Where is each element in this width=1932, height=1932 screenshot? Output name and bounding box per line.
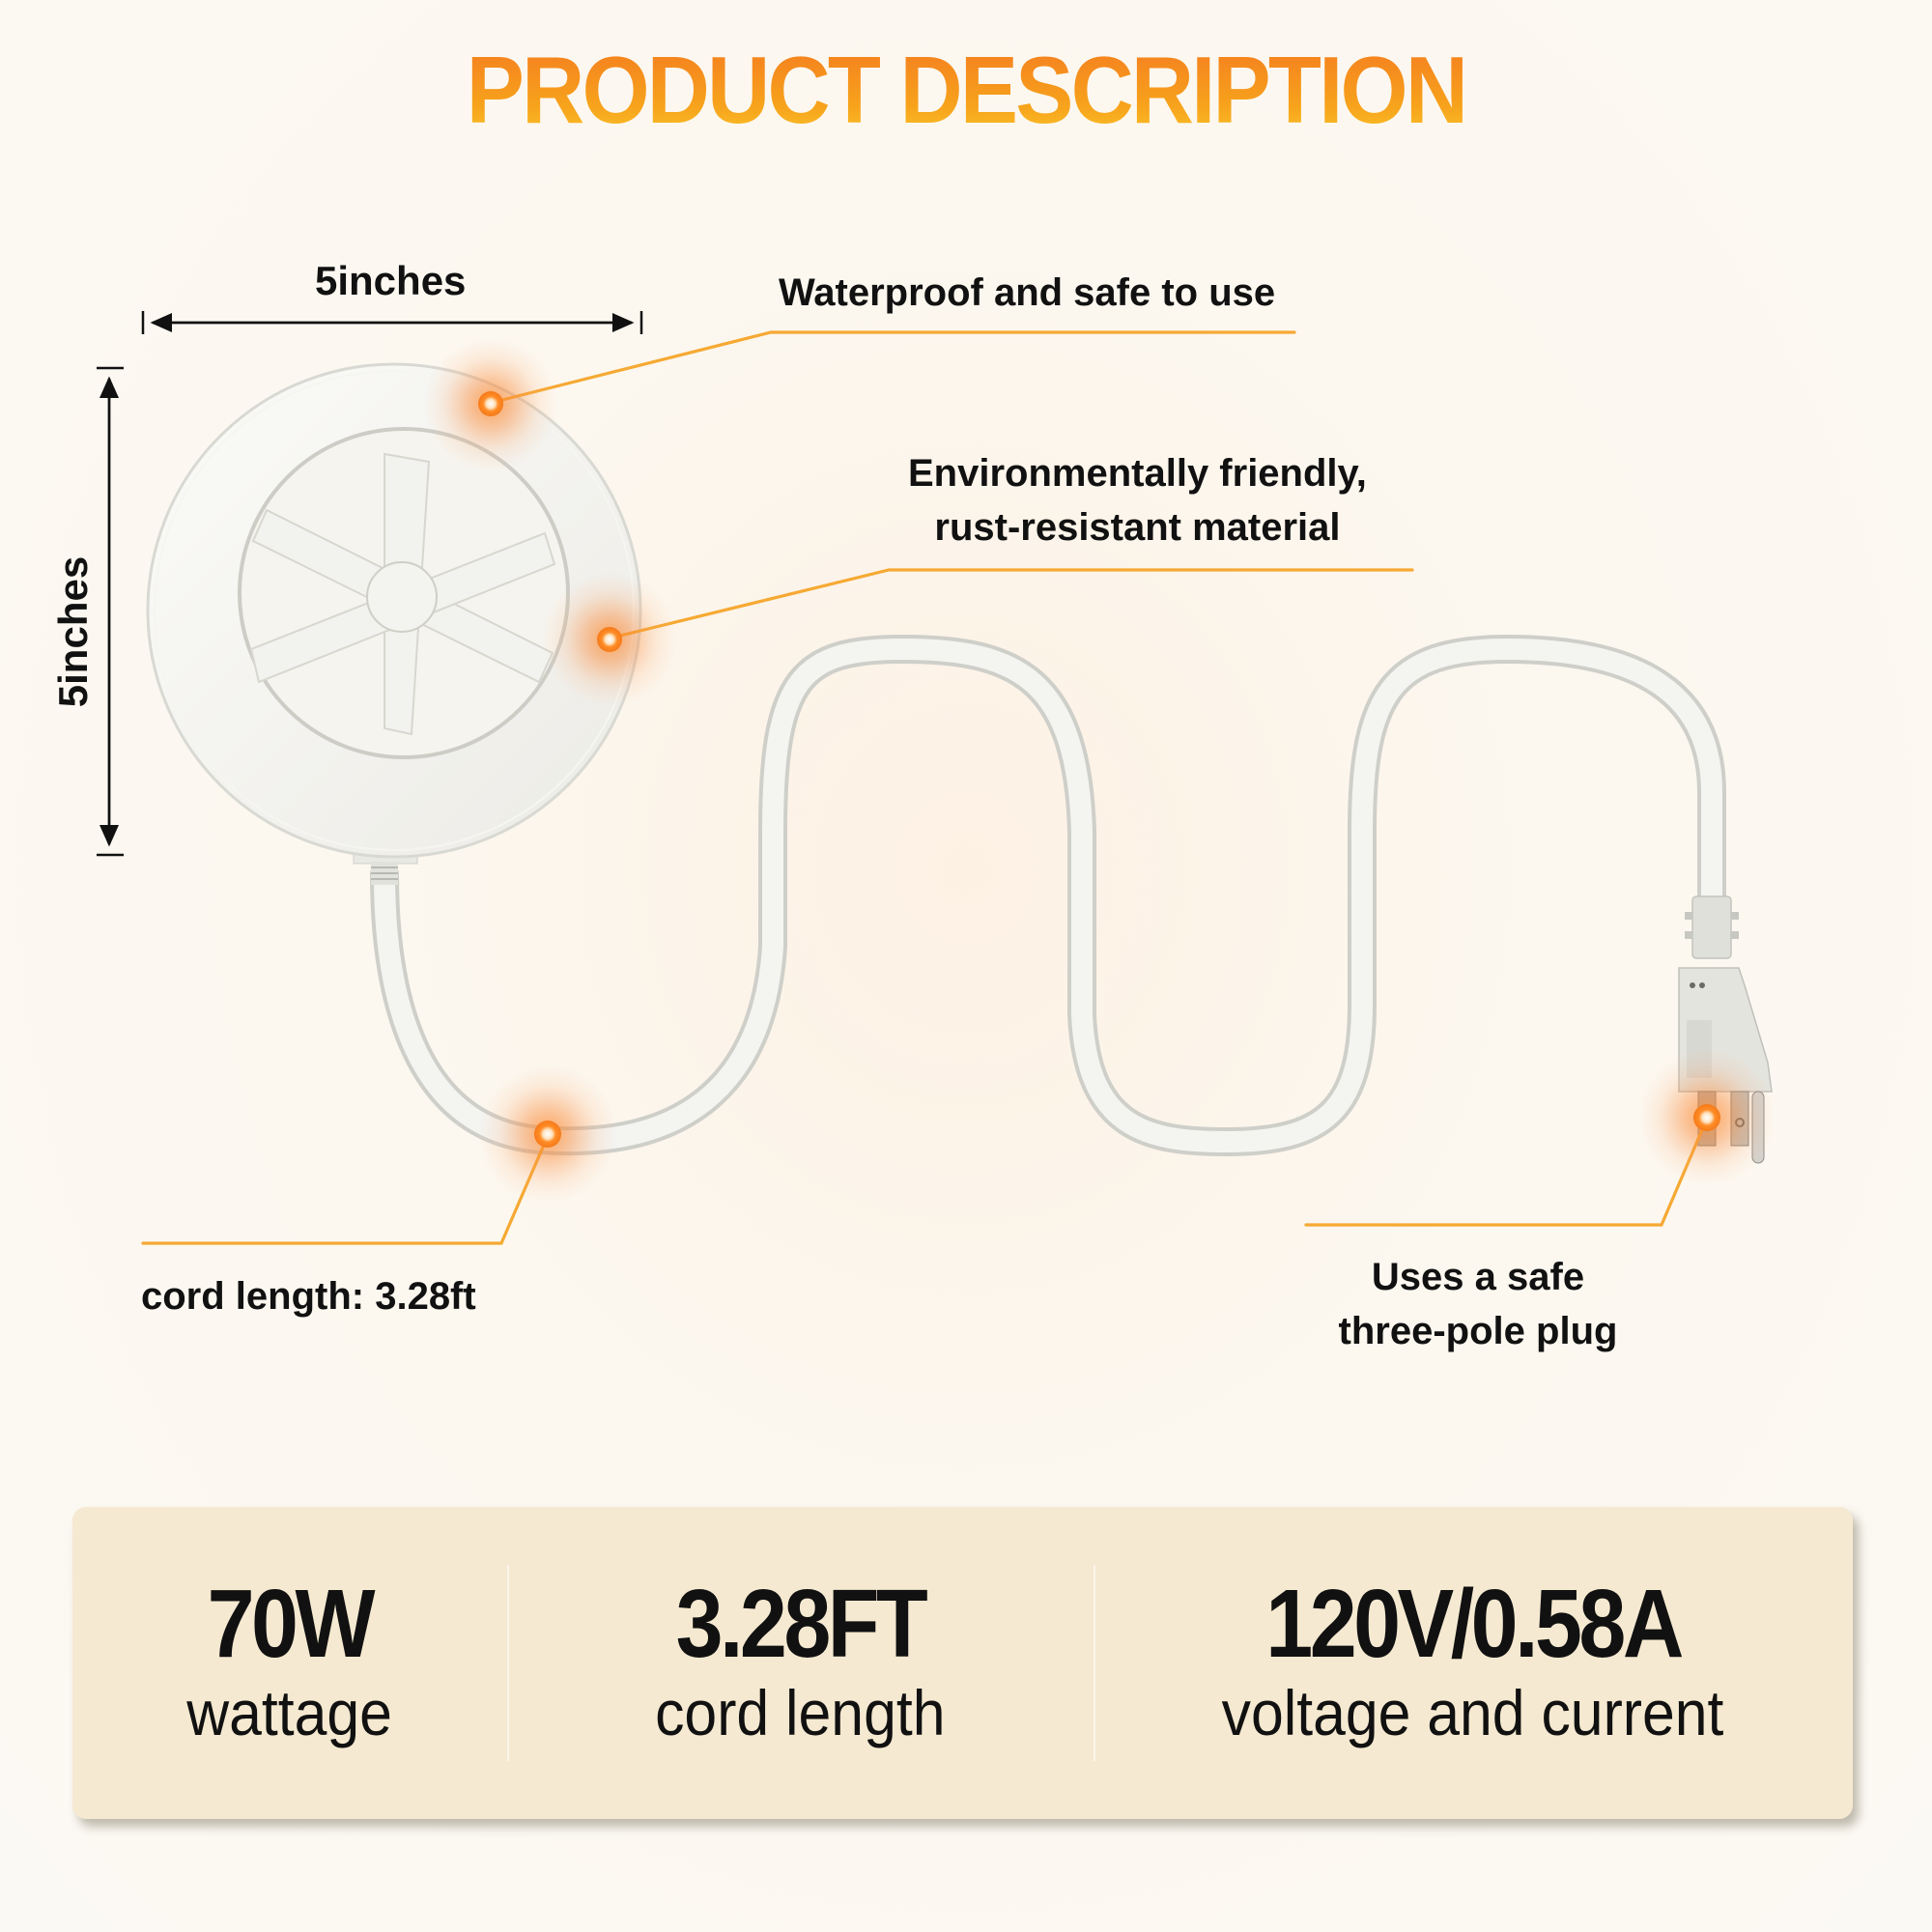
spec-cord-length: 3.28FT cord length: [507, 1507, 1094, 1819]
heater-ring: [146, 362, 642, 859]
glow-dot-waterproof: [423, 336, 558, 471]
callout-cord: cord length: 3.28ft: [141, 1269, 476, 1323]
glow-dot-material: [542, 572, 677, 707]
spec-wattage-value: 70W: [207, 1570, 376, 1679]
spec-wattage: 70W wattage: [72, 1507, 507, 1819]
glow-dot-cord: [478, 1065, 617, 1204]
height-dimension-label: 5inches: [50, 555, 96, 708]
spec-voltage-current: 120V/0.58A voltage and current: [1094, 1507, 1853, 1819]
glow-dot-plug: [1637, 1048, 1776, 1187]
callout-material: Environmentally friendly, rust-resistant…: [908, 446, 1367, 554]
callout-cord-line-1: cord length: 3.28ft: [141, 1275, 476, 1318]
callout-waterproof: Waterproof and safe to use: [779, 266, 1275, 320]
page-title: PRODUCT DESCRIPTION: [77, 38, 1855, 143]
spec-cord-length-value: 3.28FT: [675, 1570, 928, 1679]
callout-plug: Uses a safe three-pole plug: [1323, 1250, 1633, 1358]
spec-voltage-current-value: 120V/0.58A: [1265, 1570, 1684, 1679]
spec-panel: 70W wattage 3.28FT cord length 120V/0.58…: [72, 1507, 1853, 1819]
spec-wattage-caption: wattage: [186, 1677, 393, 1749]
width-dimension-label: 5inches: [315, 258, 467, 303]
callout-plug-line-2: three-pole plug: [1338, 1310, 1618, 1352]
height-dimension-arrow: [97, 366, 124, 857]
callout-material-line-1: Environmentally friendly,: [908, 452, 1367, 495]
callout-material-line-2: rust-resistant material: [934, 506, 1341, 549]
spec-voltage-current-caption: voltage and current: [1222, 1677, 1724, 1749]
power-cord: [370, 634, 1726, 1157]
callout-plug-line-1: Uses a safe: [1371, 1256, 1585, 1298]
width-dimension-arrow: [141, 311, 643, 334]
spec-cord-length-caption: cord length: [655, 1677, 946, 1749]
callout-waterproof-line-1: Waterproof and safe to use: [779, 271, 1276, 314]
